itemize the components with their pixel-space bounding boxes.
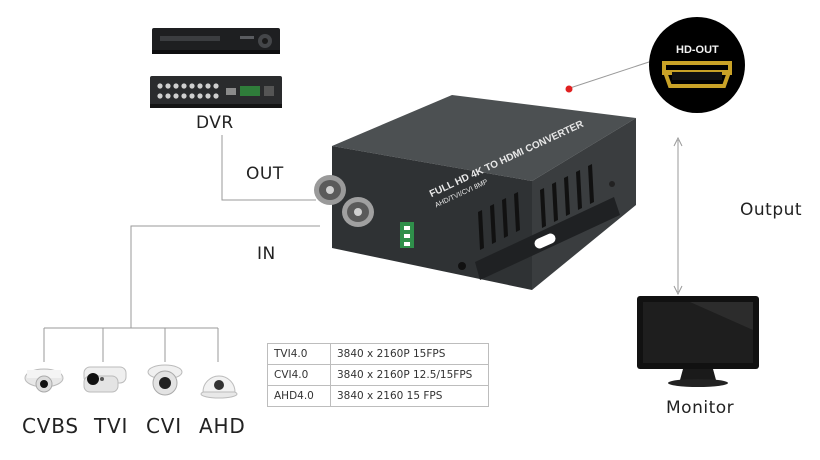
table-row: TVI4.0 3840 x 2160P 15FPS	[267, 343, 489, 365]
dvr-unit-rear	[150, 76, 282, 108]
converter-device	[314, 95, 636, 290]
table-row: AHD4.0 3840 x 2160 15 FPS	[267, 385, 489, 407]
spec-resolution-cell: 3840 x 2160P 15FPS	[330, 343, 489, 365]
hdmi-port-dot	[565, 85, 573, 93]
output-arrow-head-bottom	[673, 285, 683, 296]
monitor-icon	[637, 296, 759, 387]
table-row: CVI4.0 3840 x 2160P 12.5/15FPS	[267, 364, 489, 386]
spec-resolution-cell: 3840 x 2160P 12.5/15FPS	[330, 364, 489, 386]
bnc-connector-out	[314, 175, 346, 205]
camera-label-tvi: TVI	[94, 414, 129, 438]
camera-label-cvbs: CVBS	[22, 414, 79, 438]
cvi-camera-icon	[147, 364, 183, 396]
spec-standard-cell: AHD4.0	[267, 385, 331, 407]
cvbs-camera-icon	[24, 368, 64, 393]
spec-standard-cell: TVI4.0	[267, 343, 331, 365]
bnc-connector-in	[342, 197, 374, 227]
camera-label-ahd: AHD	[199, 414, 246, 438]
hd-out-label: HD-OUT	[676, 44, 719, 56]
camera-label-cvi: CVI	[146, 414, 182, 438]
dvr-label: DVR	[196, 113, 234, 133]
hdmi-callout-line	[569, 59, 656, 89]
hdmi-port-callout	[649, 17, 745, 113]
output-label: Output	[740, 200, 803, 220]
dvr-to-converter-line	[221, 135, 316, 201]
power-jack	[458, 262, 466, 270]
device-vents	[478, 164, 594, 250]
in-label: IN	[257, 244, 276, 264]
ahd-camera-icon	[200, 375, 238, 399]
spec-table: TVI4.0 3840 x 2160P 15FPS CVI4.0 3840 x …	[267, 343, 489, 407]
dip-switches	[400, 222, 414, 248]
out-label: OUT	[246, 164, 284, 184]
spec-resolution-cell: 3840 x 2160 15 FPS	[330, 385, 489, 407]
output-arrow-head-top	[673, 136, 683, 147]
monitor-label: Monitor	[666, 398, 735, 418]
tvi-camera-icon	[83, 366, 127, 393]
dvr-unit-top	[152, 28, 280, 54]
cameras-bus-line	[130, 225, 320, 328]
spec-standard-cell: CVI4.0	[267, 364, 331, 386]
connection-lines	[43, 59, 683, 362]
